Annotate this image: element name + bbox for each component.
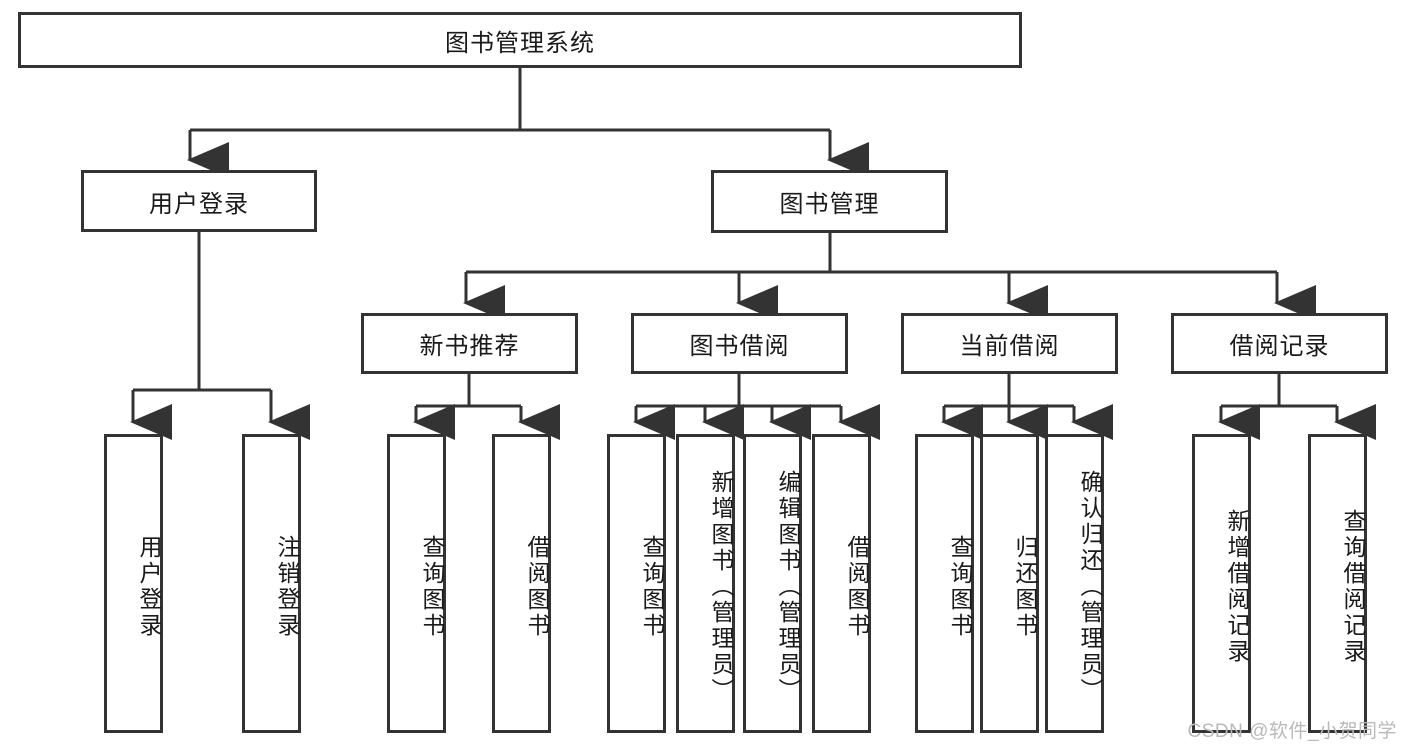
node-label: 确认归还（管理员） xyxy=(1077,469,1103,704)
node-user-login[interactable]: 用户登录 xyxy=(81,170,317,232)
node-label: 注销登录 xyxy=(274,534,300,639)
leaf-add-book-admin[interactable]: 新增图书（管理员） xyxy=(676,434,735,733)
node-label: 归还图书 xyxy=(1012,534,1038,639)
leaf-add-borrow-record[interactable]: 新增借阅记录 xyxy=(1192,434,1251,733)
node-borrow-record[interactable]: 借阅记录 xyxy=(1171,313,1388,374)
node-label: 新增借阅记录 xyxy=(1224,508,1250,665)
leaf-query-book-current[interactable]: 查询图书 xyxy=(915,434,974,733)
node-new-book-recommend[interactable]: 新书推荐 xyxy=(361,313,578,374)
leaf-borrow-book-recommend[interactable]: 借阅图书 xyxy=(492,434,551,733)
node-book-borrow[interactable]: 图书借阅 xyxy=(631,313,848,374)
leaf-confirm-return-admin[interactable]: 确认归还（管理员） xyxy=(1045,434,1104,733)
node-label: 新书推荐 xyxy=(419,333,520,360)
node-label: 查询图书 xyxy=(639,534,665,639)
node-label: 图书管理系统 xyxy=(445,29,595,57)
leaf-query-book-borrow[interactable]: 查询图书 xyxy=(607,434,666,733)
node-label: 新增图书（管理员） xyxy=(708,469,734,704)
node-label: 借阅图书 xyxy=(844,534,870,639)
leaf-return-book[interactable]: 归还图书 xyxy=(980,434,1039,733)
node-root-system[interactable]: 图书管理系统 xyxy=(18,12,1022,68)
node-label: 借阅记录 xyxy=(1229,333,1330,360)
node-book-management[interactable]: 图书管理 xyxy=(711,170,948,233)
node-label: 当前借阅 xyxy=(959,333,1060,360)
node-label: 编辑图书（管理员） xyxy=(775,469,801,704)
leaf-user-login[interactable]: 用户登录 xyxy=(104,434,163,733)
node-label: 图书管理 xyxy=(779,191,880,218)
node-label: 查询图书 xyxy=(947,534,973,639)
node-label: 查询借阅记录 xyxy=(1340,508,1366,665)
leaf-query-book-recommend[interactable]: 查询图书 xyxy=(387,434,446,733)
leaf-query-borrow-record[interactable]: 查询借阅记录 xyxy=(1308,434,1367,733)
node-current-borrow[interactable]: 当前借阅 xyxy=(901,313,1118,374)
node-label: 用户登录 xyxy=(136,534,162,639)
watermark-text: CSDN @软件_小贺同学 xyxy=(1187,721,1397,742)
node-label: 用户登录 xyxy=(149,190,249,218)
node-label: 图书借阅 xyxy=(689,333,790,360)
node-label: 查询图书 xyxy=(419,534,445,639)
leaf-borrow-book[interactable]: 借阅图书 xyxy=(812,434,871,733)
leaf-edit-book-admin[interactable]: 编辑图书（管理员） xyxy=(743,434,802,733)
leaf-user-logout[interactable]: 注销登录 xyxy=(242,434,301,733)
node-label: 借阅图书 xyxy=(524,534,550,639)
